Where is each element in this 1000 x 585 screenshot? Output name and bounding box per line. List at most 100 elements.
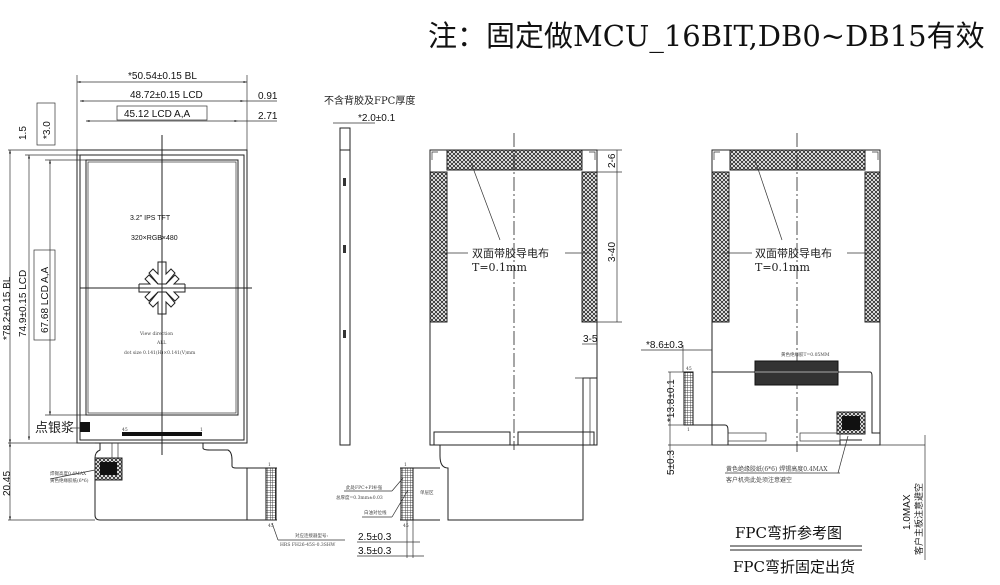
folded-view: 双面带胶导电布 T=0.1mm 黄色绝缘胶T=0.05MM 45 1 *8.6±… (641, 133, 926, 576)
bottom-parts (433, 431, 595, 445)
fpc-lead (799, 432, 841, 442)
panel-type: 3.2" IPS TFT (130, 215, 171, 222)
side-tab (343, 245, 346, 253)
stiffener-note-1: 此处FPC+PI补强 (346, 484, 383, 491)
pad-note-1: 焊锡高度0.4MAX (50, 470, 87, 477)
dim-bl-height: *78.2±0.15 BL (2, 276, 13, 340)
conductive-tape-left (711, 171, 730, 323)
leader-pad (49, 469, 96, 480)
silver-paste-label: 点银浆 (35, 421, 74, 436)
folded-tape-thickness: T=0.1mm (755, 261, 810, 274)
conductive-tape-right (864, 171, 881, 323)
conductive-tape-top (446, 149, 583, 171)
front-view: *50.54±0.15 BL 48.72±0.15 LCD 45.12 LCD … (2, 71, 345, 548)
stiffener-note-2: 总厚度=0.3mm±0.03 (336, 494, 383, 501)
leader (391, 477, 404, 492)
dim-lcd-height: 74.9±0.15 LCD (18, 270, 29, 337)
insulation-note-small: 黄色绝缘胶T=0.05MM (781, 351, 830, 358)
folded-outline (711, 149, 881, 446)
ic-bond-strip (122, 432, 202, 436)
dim-aa-height: 67.68 LCD A,A (40, 267, 51, 333)
dim-3-5: 3.5±0.3 (358, 546, 392, 557)
dim-fpc-length: 20.45 (2, 471, 13, 496)
dim-3-0: *3.0 (42, 121, 53, 139)
solder-pad (842, 416, 860, 430)
dim-1-5: 1.5 (18, 126, 29, 140)
folded-fpc-outline (690, 424, 862, 446)
dim-2-6: 2-6 (607, 153, 618, 168)
connector-model: HRS FH26-45S-0.3SHW (280, 542, 336, 548)
leader-tape (469, 159, 501, 241)
dot-size: dot size 0.141(H)×0.141(V)mm (124, 349, 196, 356)
dim-aa-width: 45.12 LCD A,A (124, 109, 190, 120)
dim-8-6: *8.6±0.3 (646, 340, 684, 351)
leader-solder (837, 435, 849, 474)
side-pin-1: 1 (404, 462, 407, 468)
dim-1-0max: 1.0MAX (902, 494, 913, 530)
dim-3-40: 3-40 (607, 242, 618, 262)
back-view: 双面带胶导电布 T=0.1mm 2-6 3-40 3-5 (429, 133, 622, 521)
housing-note: 客户机壳此处须注意避空 (726, 476, 792, 484)
title-shipping: FPC弯折固定出货 (733, 558, 855, 576)
leader-tape (754, 159, 783, 241)
pin-1-front: 45 (122, 427, 128, 433)
insulation-tape (754, 360, 839, 386)
fpc-outline (94, 443, 247, 521)
dim-3-5-back: 3-5 (583, 334, 598, 345)
leader-connector (271, 522, 279, 541)
folded-connector-fingers (683, 371, 694, 426)
view-direction-label: View direction (139, 331, 173, 337)
single-layer: 单层区 (420, 489, 434, 496)
align-line-note: 白油对位线 (364, 509, 387, 516)
fpc-pin-45: 45 (268, 523, 274, 529)
view-direction-icon (138, 261, 186, 315)
title-reference: FPC弯折参考图 (735, 524, 842, 542)
connector-label: 对应连接器型号: (295, 532, 328, 539)
dim-lcd-width: 48.72±0.15 LCD (130, 90, 203, 101)
side-tab (343, 178, 346, 186)
conductive-tape-left (429, 171, 448, 323)
fpc-back-edge (575, 377, 591, 445)
silver-paste-dot (80, 422, 90, 432)
dim-3-0-box (36, 102, 56, 146)
resolution: 320×RGB×480 (131, 235, 178, 242)
fpc-back-outline (439, 377, 597, 521)
tape-thickness: T=0.1mm (472, 261, 527, 274)
conductive-tape-top (729, 149, 866, 171)
corner-marks (713, 151, 879, 160)
clearance-note: 客户主板注意避空 (913, 483, 925, 555)
solder-note: 黄色绝缘胶纸(6*6) 焊锡高度0.4MAX (726, 465, 828, 473)
pin-45-front: 1 (200, 427, 203, 433)
dim-2-71: 2.71 (258, 111, 278, 122)
fpc-outline (202, 443, 277, 469)
dim-0-91: 0.91 (258, 91, 278, 102)
folded-pin-1: 1 (687, 427, 690, 433)
dim-aa-height-box (33, 249, 56, 341)
dim-5: 5±0.3 (666, 450, 677, 475)
dim-bl-width: *50.54±0.15 BL (128, 71, 197, 82)
dim-13-8: *13.8±0.1 (666, 379, 677, 422)
leader (391, 489, 409, 518)
dim-thickness: *2.0±0.1 (358, 113, 396, 124)
conductive-tape-right (581, 171, 598, 323)
folded-pin-45: 45 (686, 366, 692, 372)
side-view: 不含背胶及FPC厚度 *2.0±0.1 1 45 单层区 此处FPC+PI补强 … (324, 94, 440, 558)
fpc-connector-fingers (265, 467, 277, 521)
folded-tape-label: 双面带胶导电布 (755, 246, 832, 260)
fpc-pin-1: 1 (268, 462, 271, 468)
view-all-label: ALL (156, 340, 166, 346)
side-tab (343, 330, 346, 338)
folded-fpc-outline (712, 371, 880, 434)
fpc-stiffener (400, 467, 414, 521)
solder-pad (100, 462, 117, 475)
pad-note-2: 黄色绝缘胶纸(6*6) (50, 477, 89, 484)
header-note: 注：固定做MCU_16BIT,DB0~DB15有效 (428, 19, 985, 54)
fpc-lead (727, 432, 767, 442)
tape-label: 双面带胶导电布 (472, 246, 549, 260)
side-profile-top (339, 127, 351, 151)
thickness-note: 不含背胶及FPC厚度 (324, 94, 415, 107)
side-profile (339, 149, 351, 446)
dim-2-5: 2.5±0.3 (358, 532, 392, 543)
